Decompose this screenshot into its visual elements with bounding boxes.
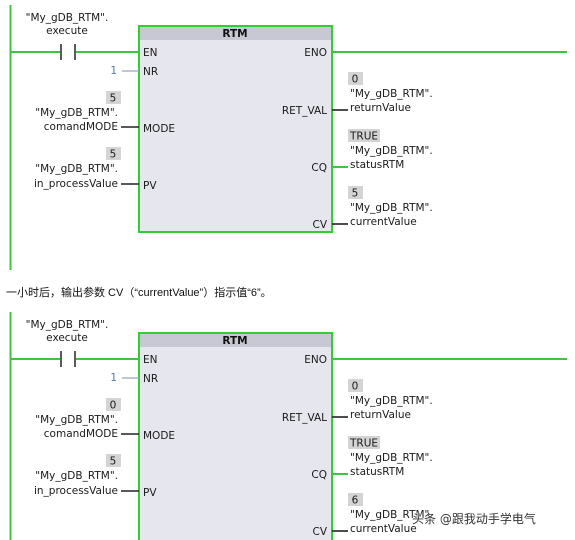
value-box <box>106 454 121 467</box>
pin-nr: NR <box>143 373 158 385</box>
value-box <box>348 379 363 392</box>
no-contact[interactable] <box>60 44 76 60</box>
cq-member[interactable]: statusRTM <box>350 159 404 171</box>
block-title: RTM <box>222 335 247 347</box>
pv-member[interactable]: in_processValue <box>34 485 118 497</box>
network-2: "My_gDB_RTM". execute RTM EN NR MODE PV … <box>9 312 567 540</box>
cv-tag[interactable]: "My_gDB_RTM". <box>350 202 433 214</box>
contact-member: execute <box>46 332 88 344</box>
value-box <box>348 436 380 449</box>
pin-mode: MODE <box>143 430 175 442</box>
pin-cq: CQ <box>311 469 327 481</box>
pin-ret-val: RET_VAL <box>282 105 327 117</box>
pin-en: EN <box>143 354 158 366</box>
cv-member[interactable]: currentValue <box>350 216 417 228</box>
cq-value: TRUE <box>349 438 378 450</box>
cv-member[interactable]: currentValue <box>350 523 417 535</box>
pin-nr: NR <box>143 66 158 78</box>
ret-val-tag[interactable]: "My_gDB_RTM". <box>350 395 433 407</box>
caption-text: 一小时后，输出参数 CV（“currentValue”）指示值“6”。 <box>6 287 272 299</box>
cq-tag[interactable]: "My_gDB_RTM". <box>350 452 433 464</box>
mode-member[interactable]: comandMODE <box>44 121 118 133</box>
cv-value: 5 <box>352 188 359 200</box>
nr-value[interactable]: 1 <box>110 372 117 384</box>
rtm-block[interactable]: RTM <box>138 25 333 233</box>
pin-ret-val: RET_VAL <box>282 412 327 424</box>
pv-member[interactable]: in_processValue <box>34 178 118 190</box>
pin-cq: CQ <box>311 162 327 174</box>
pv-value: 5 <box>110 456 117 468</box>
no-contact[interactable] <box>60 351 76 367</box>
ret-val-member[interactable]: returnValue <box>350 409 411 421</box>
mode-tag[interactable]: "My_gDB_RTM". <box>35 107 118 119</box>
cq-value: TRUE <box>349 131 378 143</box>
pin-en: EN <box>143 47 158 59</box>
ret-val-value: 0 <box>352 381 359 393</box>
pin-pv: PV <box>143 487 157 499</box>
block-title: RTM <box>222 28 247 40</box>
pin-cv: CV <box>312 526 327 538</box>
pin-eno: ENO <box>304 47 327 59</box>
pin-eno: ENO <box>304 354 327 366</box>
ret-val-value: 0 <box>352 74 359 86</box>
contact-tag: "My_gDB_RTM". <box>26 12 109 24</box>
mode-tag[interactable]: "My_gDB_RTM". <box>35 414 118 426</box>
value-box <box>106 91 121 104</box>
cq-tag[interactable]: "My_gDB_RTM". <box>350 145 433 157</box>
cq-member[interactable]: statusRTM <box>350 466 404 478</box>
ret-val-member[interactable]: returnValue <box>350 102 411 114</box>
pin-cv: CV <box>312 219 327 231</box>
value-box <box>348 493 363 506</box>
contact-tag: "My_gDB_RTM". <box>26 319 109 331</box>
cv-value: 6 <box>352 495 359 507</box>
mode-value: 0 <box>110 400 117 412</box>
value-box <box>348 72 363 85</box>
nr-value[interactable]: 1 <box>110 65 117 77</box>
cv-tag[interactable]: "My_gDB_RTM". <box>350 509 433 521</box>
pv-tag[interactable]: "My_gDB_RTM". <box>35 470 118 482</box>
value-box <box>106 398 121 411</box>
contact-member: execute <box>46 25 88 37</box>
value-box <box>348 129 380 142</box>
mode-value: 5 <box>110 93 117 105</box>
pin-pv: PV <box>143 180 157 192</box>
value-box <box>348 186 363 199</box>
mode-member[interactable]: comandMODE <box>44 428 118 440</box>
pin-mode: MODE <box>143 123 175 135</box>
pv-value: 5 <box>110 149 117 161</box>
network-1: "My_gDB_RTM". execute RTM EN NR MODE PV … <box>9 5 567 270</box>
pv-tag[interactable]: "My_gDB_RTM". <box>35 163 118 175</box>
value-box <box>106 147 121 160</box>
rtm-block[interactable]: RTM <box>138 332 333 540</box>
watermark: 头条 @跟我动手学电气 <box>412 512 536 526</box>
ret-val-tag[interactable]: "My_gDB_RTM". <box>350 88 433 100</box>
